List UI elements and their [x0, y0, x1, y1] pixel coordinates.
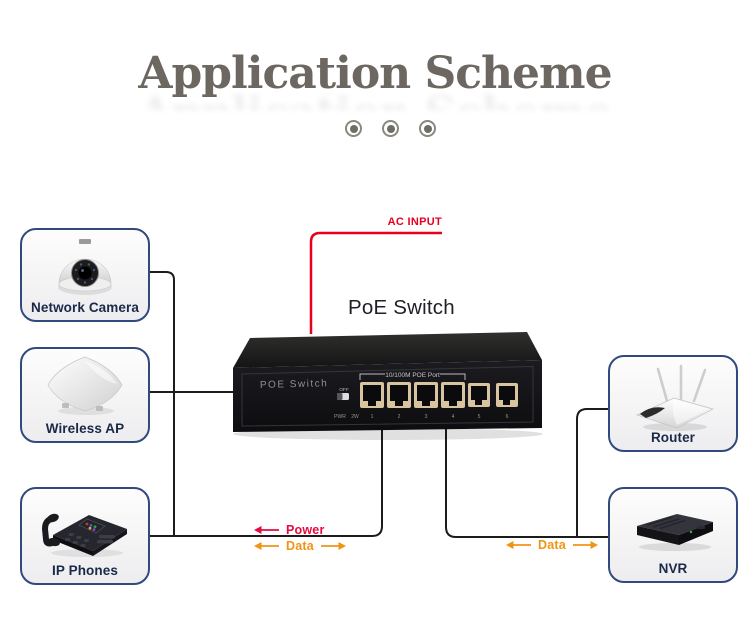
poe-switch-device: POE Switch 10/100M POE Port OFF: [233, 332, 543, 440]
data-label-text: Data: [286, 539, 314, 553]
device-card-nvr: NVR: [608, 487, 738, 583]
ac-input-label: AC INPUT: [387, 216, 442, 228]
device-card-wireless-ap: Wireless AP: [20, 347, 150, 443]
arrow-left-icon: [254, 542, 279, 550]
title-divider: [345, 120, 436, 137]
device-label: Router: [650, 430, 696, 445]
rj45-port-icon: [387, 382, 411, 408]
device-label: NVR: [658, 561, 688, 576]
dome-camera-icon: [58, 239, 112, 295]
router-image: [610, 361, 736, 433]
access-point-icon: [47, 356, 123, 415]
line-phones-trunk: [149, 424, 383, 537]
toggle-knob: [337, 393, 343, 400]
toggle-label: OFF: [339, 387, 349, 393]
dot-icon: [419, 120, 436, 137]
switch-top-face: [233, 332, 542, 368]
uplink-ports: [468, 383, 518, 407]
rj45-port-icon: [496, 383, 518, 407]
poe-switch-title: PoE Switch: [348, 296, 455, 319]
wireless-ap-image: [22, 353, 148, 419]
nvr-image: [610, 493, 736, 555]
device-card-network-camera: Network Camera: [20, 228, 150, 322]
caption-2w: 2W: [351, 414, 359, 420]
device-card-ip-phones: IP Phones: [20, 487, 150, 585]
caption-port-4: 4: [452, 414, 455, 420]
arrow-left-icon: [254, 526, 279, 534]
caption-port-6: 6: [506, 414, 509, 420]
line-ac-input: [309, 231, 442, 334]
caption-port-2: 2: [398, 414, 401, 420]
desk-phone-icon: [41, 513, 127, 557]
switch-shadow: [233, 428, 543, 440]
device-label: IP Phones: [52, 563, 118, 578]
device-card-router: Router: [608, 355, 738, 452]
switch-print-label: POE Switch: [260, 378, 329, 391]
rj45-port-icon: [360, 382, 384, 408]
panel-captions: PWR 2W 1 2 3 4 5 6: [334, 414, 508, 420]
nvr-recorder-icon: [637, 514, 713, 551]
rj45-port-icon: [468, 383, 490, 407]
power-label-text: Power: [286, 523, 325, 537]
dot-icon: [345, 120, 362, 137]
network-camera-image: [22, 234, 148, 298]
caption-pwr: PWR: [334, 414, 346, 420]
data-flow-label-left: Data: [254, 539, 346, 553]
poe-ports: [360, 382, 465, 408]
data-flow-label-right: Data: [506, 538, 598, 552]
port-group-label: 10/100M POE Port: [385, 372, 440, 379]
rj45-port-icon: [441, 382, 465, 408]
caption-port-1: 1: [371, 414, 374, 420]
line-router-branch: [576, 408, 609, 536]
port-group-bracket: [359, 373, 466, 380]
ip-phone-image: [22, 493, 148, 559]
rj45-port-icon: [414, 382, 438, 408]
arrow-left-icon: [506, 541, 531, 549]
wifi-router-icon: [636, 364, 714, 431]
dot-icon: [382, 120, 399, 137]
arrow-right-icon: [320, 542, 346, 550]
line-camera-to-switch: [149, 271, 175, 535]
power-flow-label: Power: [254, 523, 331, 537]
arrow-right-icon: [572, 541, 598, 549]
data-label-text: Data: [538, 538, 566, 552]
front-panel-groove: [241, 365, 534, 427]
caption-port-3: 3: [425, 414, 428, 420]
caption-port-5: 5: [478, 414, 481, 420]
device-label: Wireless AP: [45, 421, 125, 436]
device-label: Network Camera: [31, 300, 139, 315]
line-switch-to-nvr: [445, 424, 609, 538]
page-title: Application Scheme: [138, 48, 612, 99]
